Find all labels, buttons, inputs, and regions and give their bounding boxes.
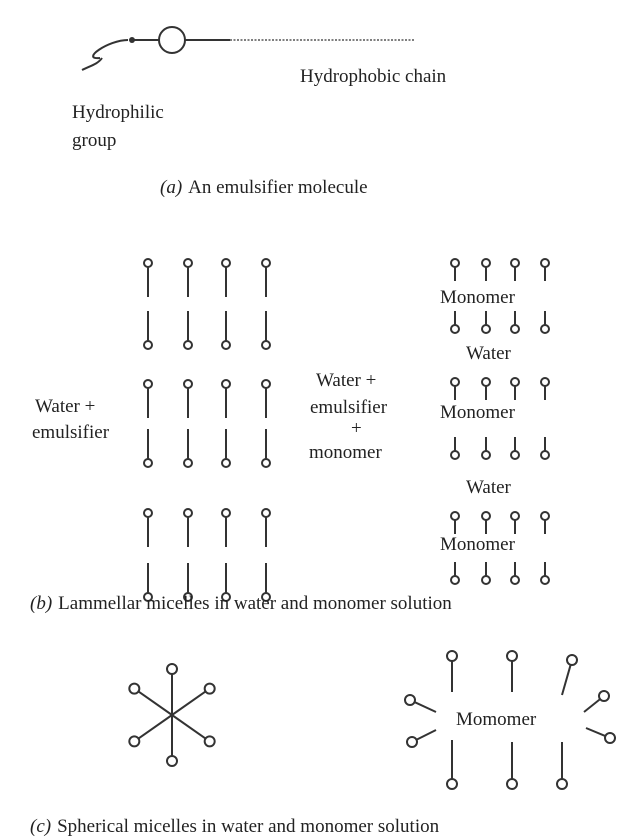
emulsifier-head <box>167 664 177 674</box>
emulsifier-head <box>205 684 215 694</box>
emulsifier-head <box>205 736 215 746</box>
emulsifier-head <box>405 695 415 705</box>
spherical-micelle-water <box>129 664 214 766</box>
emulsifier-head <box>511 325 519 333</box>
emulsifier-head <box>541 451 549 459</box>
middle-label-line4: monomer <box>309 442 382 463</box>
emulsifier-head <box>451 378 459 386</box>
emulsifier-head <box>184 380 192 388</box>
emulsifier-head <box>184 341 192 349</box>
emulsifier-tail <box>172 715 206 739</box>
emulsifier-head <box>482 259 490 267</box>
hydrophilic-group-label-line2: group <box>72 130 116 151</box>
right-label-monomer-2: Monomer <box>440 402 516 423</box>
emulsifier-head <box>222 380 230 388</box>
emulsifier-head <box>541 259 549 267</box>
emulsifier-head <box>144 380 152 388</box>
emulsifier-head <box>482 576 490 584</box>
emulsifier-head <box>144 509 152 517</box>
emulsifier-head <box>262 459 270 467</box>
emulsifier-head <box>507 779 517 789</box>
right-label-water-1: Water <box>466 343 512 364</box>
emulsifier-tail <box>584 699 600 712</box>
emulsifier-head <box>144 341 152 349</box>
emulsifier-head <box>599 691 609 701</box>
emulsifier-head <box>482 512 490 520</box>
emulsifier-tail <box>172 691 206 715</box>
emulsifier-head <box>605 733 615 743</box>
emulsifier-tail <box>416 730 436 740</box>
lamellar-left-stack <box>144 259 270 601</box>
emulsifier-head <box>557 779 567 789</box>
middle-label-line3: + <box>351 418 362 439</box>
emulsifier-head <box>184 509 192 517</box>
emulsifier-head <box>144 259 152 267</box>
emulsifier-head <box>262 509 270 517</box>
emulsifier-head <box>451 576 459 584</box>
emulsifier-tail <box>138 691 172 715</box>
emulsifier-head <box>184 459 192 467</box>
emulsifier-head <box>447 779 457 789</box>
hydrophobic-chain-label: Hydrophobic chain <box>300 66 447 87</box>
emulsifier-head <box>129 684 139 694</box>
emulsifier-head <box>222 341 230 349</box>
emulsifier-head <box>482 451 490 459</box>
emulsifier-head <box>222 459 230 467</box>
emulsifier-head <box>511 576 519 584</box>
left-label-line2: emulsifier <box>32 422 110 443</box>
emulsifier-head <box>451 512 459 520</box>
left-label-line1: Water + <box>35 396 95 417</box>
core-label: Momomer <box>456 709 537 730</box>
middle-label-line1: Water + <box>316 370 376 391</box>
emulsifier-head <box>451 325 459 333</box>
emulsifier-head <box>407 737 417 747</box>
emulsifier-tail <box>562 665 571 695</box>
emulsifier-head <box>262 341 270 349</box>
emulsifier-head <box>507 651 517 661</box>
emulsifier-head <box>511 378 519 386</box>
caption-c: (c)Spherical micelles in water and monom… <box>30 816 440 837</box>
emulsifier-head <box>167 756 177 766</box>
right-label-monomer-1: Monomer <box>440 287 516 308</box>
middle-label-line2: emulsifier <box>310 397 388 418</box>
emulsifier-head <box>144 459 152 467</box>
emulsifier-head <box>447 651 457 661</box>
emulsifier-head <box>482 378 490 386</box>
emulsifier-head <box>541 512 549 520</box>
emulsifier-head <box>451 259 459 267</box>
emulsifier-head <box>222 509 230 517</box>
emulsifier-head <box>541 325 549 333</box>
emulsifier-molecule <box>82 27 415 70</box>
emulsifier-tail <box>586 728 605 736</box>
caption-b: (b)Lammellar micelles in water and monom… <box>30 593 452 614</box>
right-label-water-2: Water <box>466 477 512 498</box>
emulsifier-head <box>222 259 230 267</box>
emulsifier-head <box>482 325 490 333</box>
right-label-monomer-3: Monomer <box>440 534 516 555</box>
caption-a: (a)An emulsifier molecule <box>160 177 368 198</box>
hydrophilic-head <box>159 27 185 53</box>
emulsifier-tail <box>138 715 172 739</box>
hydrophilic-group-label-line1: Hydrophilic <box>72 102 164 123</box>
emulsifier-head <box>129 736 139 746</box>
emulsifier-tail <box>415 702 436 712</box>
hydrophilic-pointer <box>93 40 128 58</box>
hydrophilic-pointer-tail <box>82 58 102 70</box>
emulsifier-head <box>184 259 192 267</box>
emulsifier-head <box>451 451 459 459</box>
emulsifier-head <box>511 451 519 459</box>
emulsifier-head <box>511 259 519 267</box>
emulsifier-head <box>567 655 577 665</box>
emulsifier-head <box>511 512 519 520</box>
emulsifier-head <box>541 378 549 386</box>
emulsifier-head <box>541 576 549 584</box>
emulsifier-head <box>262 259 270 267</box>
emulsifier-head <box>262 380 270 388</box>
